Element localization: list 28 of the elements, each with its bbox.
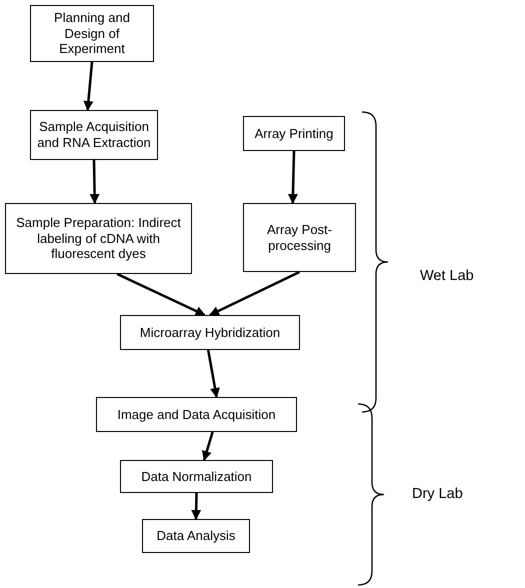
process-box: [142, 519, 250, 553]
step-text: Array Printing: [254, 126, 334, 142]
arrow: [202, 432, 214, 461]
process-box: [120, 460, 273, 493]
process-box: [120, 315, 300, 350]
process-box: [96, 397, 297, 432]
group-label: Dry Lab: [412, 486, 463, 502]
arrow: [83, 62, 94, 111]
step-text: Microarray Hybridization: [140, 324, 280, 340]
step-text: Image and Data Acquisition: [117, 406, 276, 422]
arrow: [116, 272, 206, 316]
arrow: [191, 492, 202, 520]
arrow: [90, 160, 100, 204]
process-box: [243, 116, 345, 151]
step-text: Sample Acquisition and RNA Extraction: [36, 119, 152, 151]
step-text: Data Normalization: [141, 468, 252, 484]
arrow: [206, 350, 220, 398]
process-box: [30, 5, 154, 62]
arrow: [209, 270, 300, 316]
step-text: Data Analysis: [156, 528, 236, 544]
group-label: Wet Lab: [420, 268, 474, 284]
step-text: Array Post-processing: [266, 222, 333, 254]
step-text: Planning and Design of Experiment: [53, 10, 131, 57]
process-box: [5, 203, 192, 274]
process-box: [243, 203, 356, 272]
step-text: Sample Preparation: Indirect labeling of cDNA with fluorescent dyes: [15, 215, 182, 262]
process-box: [30, 110, 158, 160]
arrow: [288, 150, 298, 204]
